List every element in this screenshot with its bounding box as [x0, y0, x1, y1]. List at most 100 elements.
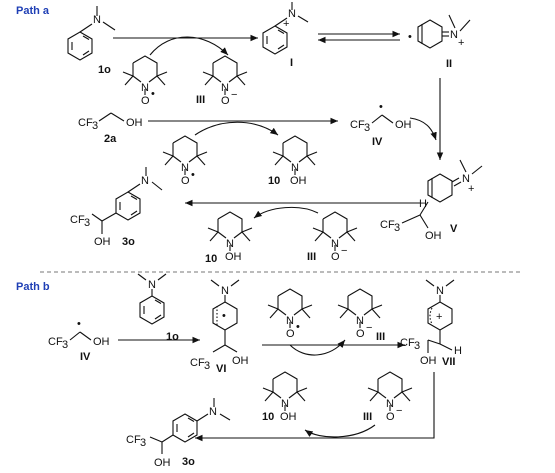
dimethylaniline-1o-b: N	[137, 273, 167, 325]
svg-text:H: H	[454, 345, 462, 357]
svg-text:+: +	[436, 311, 442, 323]
svg-text:CF: CF	[190, 357, 205, 369]
svg-text:OH: OH	[425, 230, 442, 242]
iminium-radical-II: N + •	[408, 14, 471, 49]
svg-text:N: N	[386, 398, 394, 410]
curved-arrow-a1	[149, 36, 229, 56]
tempo-radical-a2: N O •	[162, 135, 208, 187]
svg-text:OH: OH	[93, 336, 110, 348]
svg-text:O: O	[356, 328, 365, 340]
tempo-h-10-a2: N OH	[207, 211, 253, 263]
tempo-anion-a1: N O −	[202, 55, 248, 107]
svg-text:N: N	[148, 279, 156, 291]
svg-text:O: O	[386, 411, 395, 423]
svg-text:N: N	[286, 315, 294, 327]
svg-text:•: •	[379, 101, 383, 113]
svg-text:H: H	[419, 198, 427, 210]
svg-text:•: •	[77, 318, 81, 330]
svg-text:N: N	[93, 14, 101, 26]
svg-text:−: −	[396, 405, 402, 417]
svg-text:CF: CF	[400, 337, 415, 349]
curved-arrow-IV	[409, 117, 437, 141]
curved-arrow-b2	[304, 424, 376, 438]
tempo-anion-b2: N O −	[367, 371, 413, 423]
label-I: I	[290, 57, 293, 69]
label-V: V	[450, 223, 458, 235]
svg-text:O: O	[331, 251, 340, 263]
product-3o-a: N CF 3 OH	[70, 167, 163, 248]
svg-text:N: N	[462, 173, 470, 185]
svg-text:N: N	[288, 8, 296, 20]
svg-text:CF: CF	[48, 336, 63, 348]
svg-text:3: 3	[62, 339, 68, 351]
svg-text:O: O	[221, 95, 230, 107]
svg-text:N: N	[450, 29, 458, 41]
svg-text:N: N	[436, 285, 444, 297]
radical-IV-b: CF 3 OH •	[48, 318, 110, 351]
svg-text:N: N	[209, 406, 217, 418]
svg-text:O: O	[181, 175, 190, 187]
label-III-a2: III	[307, 251, 316, 263]
svg-text:3: 3	[394, 222, 400, 234]
svg-text:O: O	[141, 95, 150, 107]
svg-text:N: N	[291, 162, 299, 174]
label-1o-b: 1o	[166, 331, 179, 343]
curved-arrow-a2	[194, 121, 279, 136]
svg-text:CF: CF	[126, 434, 141, 446]
svg-text:•: •	[151, 88, 155, 100]
tempo-radical-b: N O •	[267, 288, 313, 340]
svg-text:OH: OH	[126, 117, 143, 129]
label-VII: VII	[442, 356, 455, 368]
svg-text:N: N	[221, 285, 229, 297]
svg-text:CF: CF	[380, 219, 395, 231]
curved-arrow-b1	[289, 339, 346, 356]
svg-text:OH: OH	[395, 119, 412, 131]
svg-text:+: +	[468, 183, 474, 195]
label-10-a2: 10	[205, 253, 217, 265]
label-VI: VI	[216, 363, 226, 375]
svg-text:•: •	[222, 310, 226, 322]
svg-text:N: N	[141, 82, 149, 94]
svg-text:OH: OH	[280, 411, 297, 423]
tempo-anion-a2: N O −	[312, 211, 358, 263]
path-b-title: Path b	[16, 281, 50, 293]
svg-text:N: N	[281, 398, 289, 410]
label-3o-a: 3o	[122, 236, 135, 248]
svg-text:OH: OH	[232, 355, 249, 367]
svg-text:+: +	[458, 37, 464, 49]
svg-text:•: •	[191, 169, 195, 181]
trifluoroethanol-2a: CF 3 OH	[78, 112, 143, 132]
path-a-title: Path a	[16, 5, 50, 17]
svg-text:−: −	[231, 89, 237, 101]
svg-text:N: N	[356, 315, 364, 327]
svg-text:•: •	[408, 31, 412, 43]
label-10-b: 10	[262, 411, 274, 423]
radical-cation-I: N +	[262, 2, 309, 55]
svg-text:OH: OH	[225, 251, 242, 263]
label-1o: 1o	[98, 64, 111, 76]
svg-text:N: N	[221, 82, 229, 94]
label-IV-b: IV	[80, 351, 91, 363]
tempo-anion-b1: N O −	[337, 288, 383, 340]
svg-text:+: +	[283, 18, 289, 30]
svg-text:O: O	[286, 328, 295, 340]
dimethylaniline-1o: N	[67, 6, 116, 61]
svg-text:OH: OH	[290, 175, 307, 187]
svg-text:OH: OH	[154, 457, 171, 469]
svg-text:3: 3	[92, 120, 98, 132]
svg-text:CF: CF	[70, 214, 85, 226]
label-3o-b: 3o	[182, 456, 195, 468]
curved-arrow-a3	[253, 206, 319, 219]
svg-text:•: •	[296, 321, 300, 333]
svg-text:−: −	[366, 322, 372, 334]
label-IV-a: IV	[372, 136, 383, 148]
radical-IV-a: CF 3 OH •	[350, 101, 412, 134]
tempo-h-10-b: N OH	[262, 371, 308, 423]
product-3o-b: N CF 3 OH	[126, 398, 231, 469]
label-10-a: 10	[268, 175, 280, 187]
label-II: II	[446, 58, 452, 70]
svg-text:N: N	[181, 162, 189, 174]
svg-text:3: 3	[140, 437, 146, 449]
svg-text:N: N	[141, 175, 149, 187]
